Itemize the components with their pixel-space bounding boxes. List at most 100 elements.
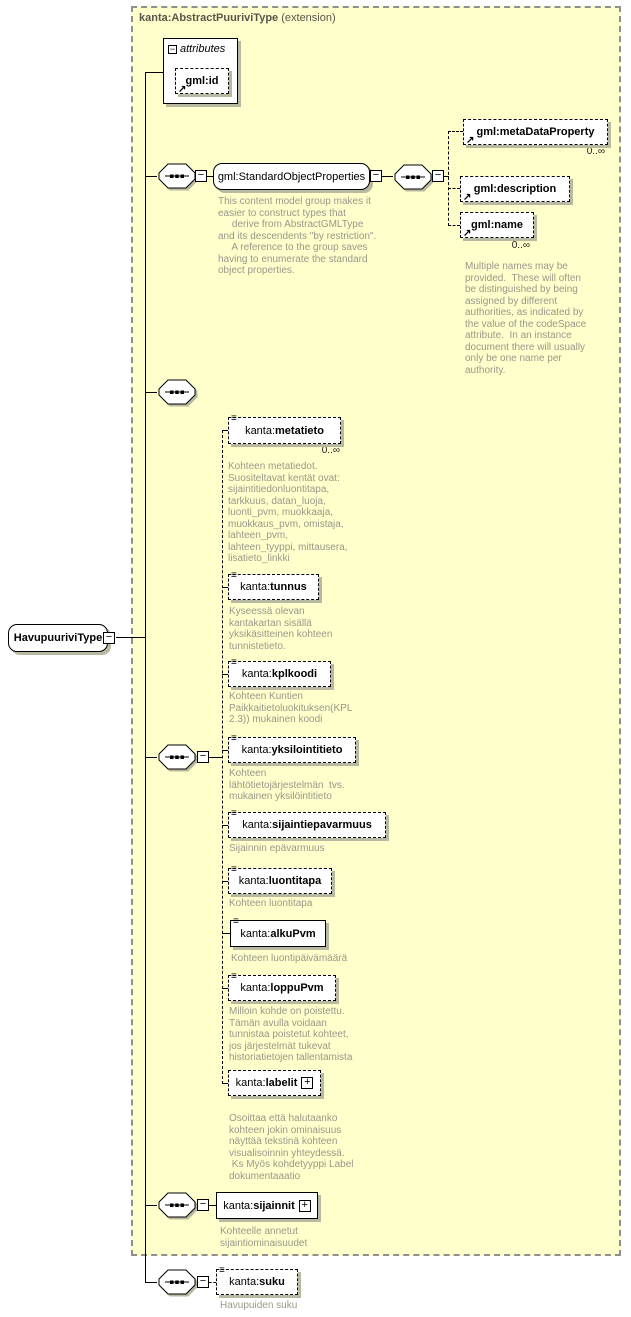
group-node-standard-object-properties[interactable]: gml:StandardObjectProperties <box>213 163 370 190</box>
connector <box>222 750 228 751</box>
element-label-prefix: kanta: <box>240 927 271 940</box>
connector <box>222 933 230 934</box>
annotation-kplkoodi: Kohteen Kuntien Paikkaitietoluokituksen(… <box>229 691 353 725</box>
annotation-luontitapa: Kohteen luontitapa <box>229 898 313 909</box>
connector <box>145 72 163 73</box>
element-label: metatieto <box>275 424 324 437</box>
connector <box>145 757 157 758</box>
text-content-icon: ≡ <box>231 413 237 424</box>
connector <box>222 430 228 431</box>
occurrence-label: 0..∞ <box>321 445 340 456</box>
sequence-icon[interactable] <box>157 162 197 195</box>
annotation-sijaintiepavarmuus: Sijainnin epävarmuus <box>229 843 325 854</box>
element-label-prefix: kanta: <box>240 581 271 593</box>
element-node-kanta-kplkoodi[interactable]: ≡ kanta:kplkoodi <box>228 657 331 687</box>
connector <box>222 674 228 675</box>
element-node-gml-metadataproperty[interactable]: ↗ gml:metaDataProperty <box>463 119 608 146</box>
annotation-standard-object-properties: This content model group makes it easier… <box>218 196 377 276</box>
element-label: loppuPvm <box>270 982 324 994</box>
element-node-kanta-labelit[interactable]: kanta:labelit + <box>228 1070 321 1096</box>
element-label: labelit <box>265 1077 298 1089</box>
sequence-collapse-toggle[interactable]: − <box>197 1199 209 1211</box>
text-content-icon: ≡ <box>231 808 237 819</box>
connector <box>207 176 213 177</box>
connector <box>116 637 145 638</box>
text-content-icon: ≡ <box>233 916 239 927</box>
expand-toggle[interactable]: + <box>301 1077 314 1089</box>
sequence-collapse-toggle[interactable]: − <box>197 1276 209 1288</box>
reference-arrow-icon: ↗ <box>463 228 472 239</box>
annotation-sijainnit: Kohteelle annetut sijaintiominaisuudet <box>220 1226 308 1249</box>
connector <box>145 1282 157 1283</box>
element-label: tunnus <box>270 581 307 593</box>
element-node-kanta-yksilointitieto[interactable]: ≡ kanta:yksilointitieto <box>228 733 356 763</box>
connector <box>209 1205 216 1206</box>
sequence-icon[interactable] <box>393 163 433 196</box>
annotation-alkupvm: Kohteen luontipäivämäärä <box>231 953 348 964</box>
sequence-icon[interactable] <box>157 1191 197 1224</box>
element-node-gml-description[interactable]: ↗ gml:description <box>460 176 570 203</box>
element-node-kanta-suku[interactable]: ≡ kanta:suku <box>216 1266 298 1295</box>
element-label-prefix: kanta: <box>238 875 269 887</box>
element-label-prefix: kanta: <box>240 982 271 994</box>
text-content-icon: ≡ <box>231 864 237 875</box>
connector <box>382 176 393 177</box>
element-label: luontitapa <box>268 875 322 887</box>
connector <box>209 757 222 758</box>
connector <box>145 392 157 393</box>
element-label: sijaintiepavarmuus <box>272 819 372 831</box>
connector <box>448 131 463 132</box>
element-node-kanta-loppupvm[interactable]: ≡ kanta:loppuPvm <box>228 971 336 1001</box>
element-node-kanta-sijaintiepavarmuus[interactable]: ≡ kanta:sijaintiepavarmuus <box>228 808 386 838</box>
element-label: sijainnit <box>253 1199 295 1212</box>
connector <box>448 131 449 226</box>
connector <box>222 1083 228 1084</box>
reference-arrow-icon: ↗ <box>466 135 475 146</box>
connector <box>222 881 228 882</box>
attribute-gml-id-label: gml:id <box>185 75 219 87</box>
attributes-collapse-toggle[interactable]: − <box>168 43 177 54</box>
text-content-icon: ≡ <box>231 971 237 982</box>
root-type-label: HavupuuriviType <box>13 632 103 644</box>
element-node-gml-name[interactable]: ↗ gml:name <box>460 212 534 239</box>
annotation-labelit: Osoittaa että halutaanko kohteen jokin o… <box>229 1113 354 1182</box>
element-label: kplkoodi <box>271 668 318 680</box>
expand-toggle[interactable]: + <box>298 1199 311 1212</box>
connector <box>209 1282 216 1283</box>
text-content-icon: ≡ <box>231 733 237 744</box>
element-label: gml:metaDataProperty <box>476 126 595 138</box>
group-collapse-toggle[interactable]: − <box>370 170 382 182</box>
connector-trunk <box>145 72 146 1282</box>
attribute-node-gml-id[interactable]: ↗ gml:id <box>175 68 229 95</box>
element-node-kanta-metatieto[interactable]: ≡ kanta:metatieto <box>228 413 341 444</box>
text-content-icon: ≡ <box>231 657 237 668</box>
element-label: gml:description <box>473 183 557 195</box>
element-label: suku <box>259 1276 285 1288</box>
element-label: alkuPvm <box>270 927 316 940</box>
connector <box>444 176 449 177</box>
sequence-icon[interactable] <box>157 1268 197 1301</box>
element-label-prefix: kanta: <box>241 744 272 756</box>
text-content-icon: ≡ <box>231 570 237 581</box>
element-node-kanta-luontitapa[interactable]: ≡ kanta:luontitapa <box>228 864 332 894</box>
root-collapse-toggle[interactable]: − <box>103 632 115 644</box>
root-type-node[interactable]: HavupuuriviType <box>8 624 108 652</box>
element-label-prefix: kanta: <box>223 1199 254 1212</box>
connector <box>448 188 460 189</box>
sequence-icon[interactable] <box>157 378 197 411</box>
group-label: gml:StandardObjectProperties <box>217 170 366 183</box>
sequence-collapse-toggle[interactable]: − <box>197 751 209 763</box>
sequence-icon[interactable] <box>157 743 197 776</box>
connector <box>145 1205 157 1206</box>
element-node-kanta-sijainnit[interactable]: kanta:sijainnit + <box>216 1192 318 1219</box>
extension-container <box>131 6 621 1256</box>
type-header: kanta:AbstractPuuriviType (extension) <box>139 12 336 24</box>
element-node-kanta-tunnus[interactable]: ≡ kanta:tunnus <box>228 570 319 600</box>
sequence-collapse-toggle[interactable]: − <box>195 170 207 182</box>
sequence-collapse-toggle[interactable]: − <box>432 170 444 182</box>
element-node-kanta-alkupvm[interactable]: ≡ kanta:alkuPvm <box>230 916 326 947</box>
element-label-prefix: kanta: <box>241 668 272 680</box>
occurrence-label: 0..∞ <box>586 146 605 157</box>
connector <box>145 176 157 177</box>
